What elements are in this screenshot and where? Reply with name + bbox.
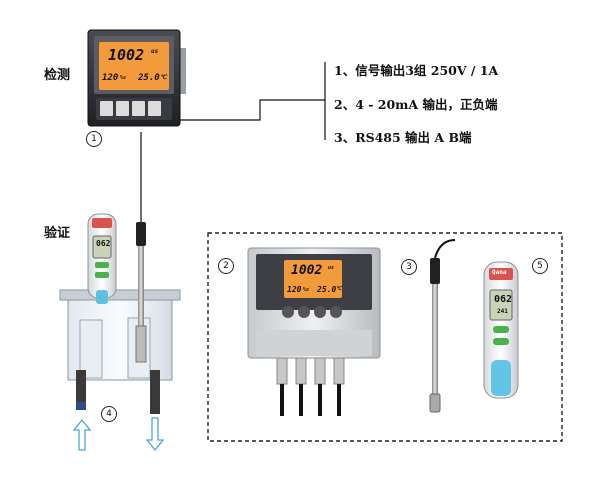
panel-main-unit: us [151, 48, 159, 55]
outflow-arrow-icon [145, 417, 165, 452]
panel-sub-left: 120 [102, 73, 119, 83]
handheld-meter-small [87, 213, 117, 304]
panel-meter [87, 29, 186, 127]
handheld-temp: 241 [497, 308, 508, 315]
badge-3: 3 [401, 259, 417, 275]
small-handheld-reading: 062 [96, 239, 111, 248]
controller-sub-right-unit: ℃ [336, 286, 342, 292]
controller-sub-left-unit: %s [303, 287, 310, 293]
wall-controller [247, 247, 381, 416]
panel-sub-left-unit: %s [120, 75, 127, 81]
controller-sub-right: 25.0 [317, 285, 337, 294]
verify-label: 验证 [44, 226, 71, 241]
output-line-1: 1、信号输出3组 250V / 1A [334, 63, 499, 78]
panel-sub-right-unit: ℃ [160, 74, 167, 81]
panel-meter-lcd [99, 42, 169, 90]
controller-sub-left: 120 [287, 285, 302, 294]
connection-lines [140, 62, 326, 222]
badge-1: 1 [86, 131, 102, 147]
meter-key-1 [100, 101, 113, 116]
meter-key-4 [148, 101, 161, 116]
handheld-meter [483, 261, 519, 399]
flow-cell [59, 289, 181, 414]
detect-label: 检测 [44, 68, 71, 83]
controller-lcd [284, 260, 342, 298]
inflow-arrow-icon [72, 418, 92, 451]
options-dashed-box [207, 232, 563, 442]
badge-2: 2 [218, 258, 234, 274]
cell-probe [135, 222, 147, 363]
panel-sub-right: 25.0 [138, 73, 160, 83]
output-line-2: 2、4 - 20mA 输出，正负端 [334, 97, 498, 112]
standalone-probe [429, 239, 456, 413]
panel-main-reading: 1002 [108, 46, 145, 64]
badge-5: 5 [532, 258, 548, 274]
controller-main-reading: 1002 [291, 263, 323, 278]
badge-4: 4 [101, 406, 117, 422]
meter-key-3 [132, 101, 145, 116]
output-line-3: 3、RS485 输出 A B端 [334, 130, 472, 145]
controller-main-unit: us [328, 265, 335, 271]
handheld-brand: Qana [492, 269, 507, 276]
handheld-reading: 062 [494, 294, 513, 305]
meter-key-2 [116, 101, 129, 116]
